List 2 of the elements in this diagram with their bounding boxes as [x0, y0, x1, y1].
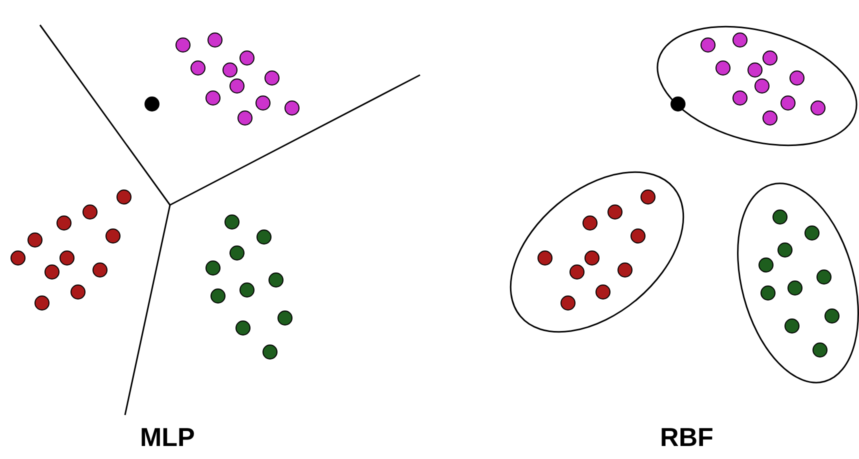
panel-label: MLP	[140, 422, 195, 452]
panel-label: RBF	[660, 422, 714, 452]
